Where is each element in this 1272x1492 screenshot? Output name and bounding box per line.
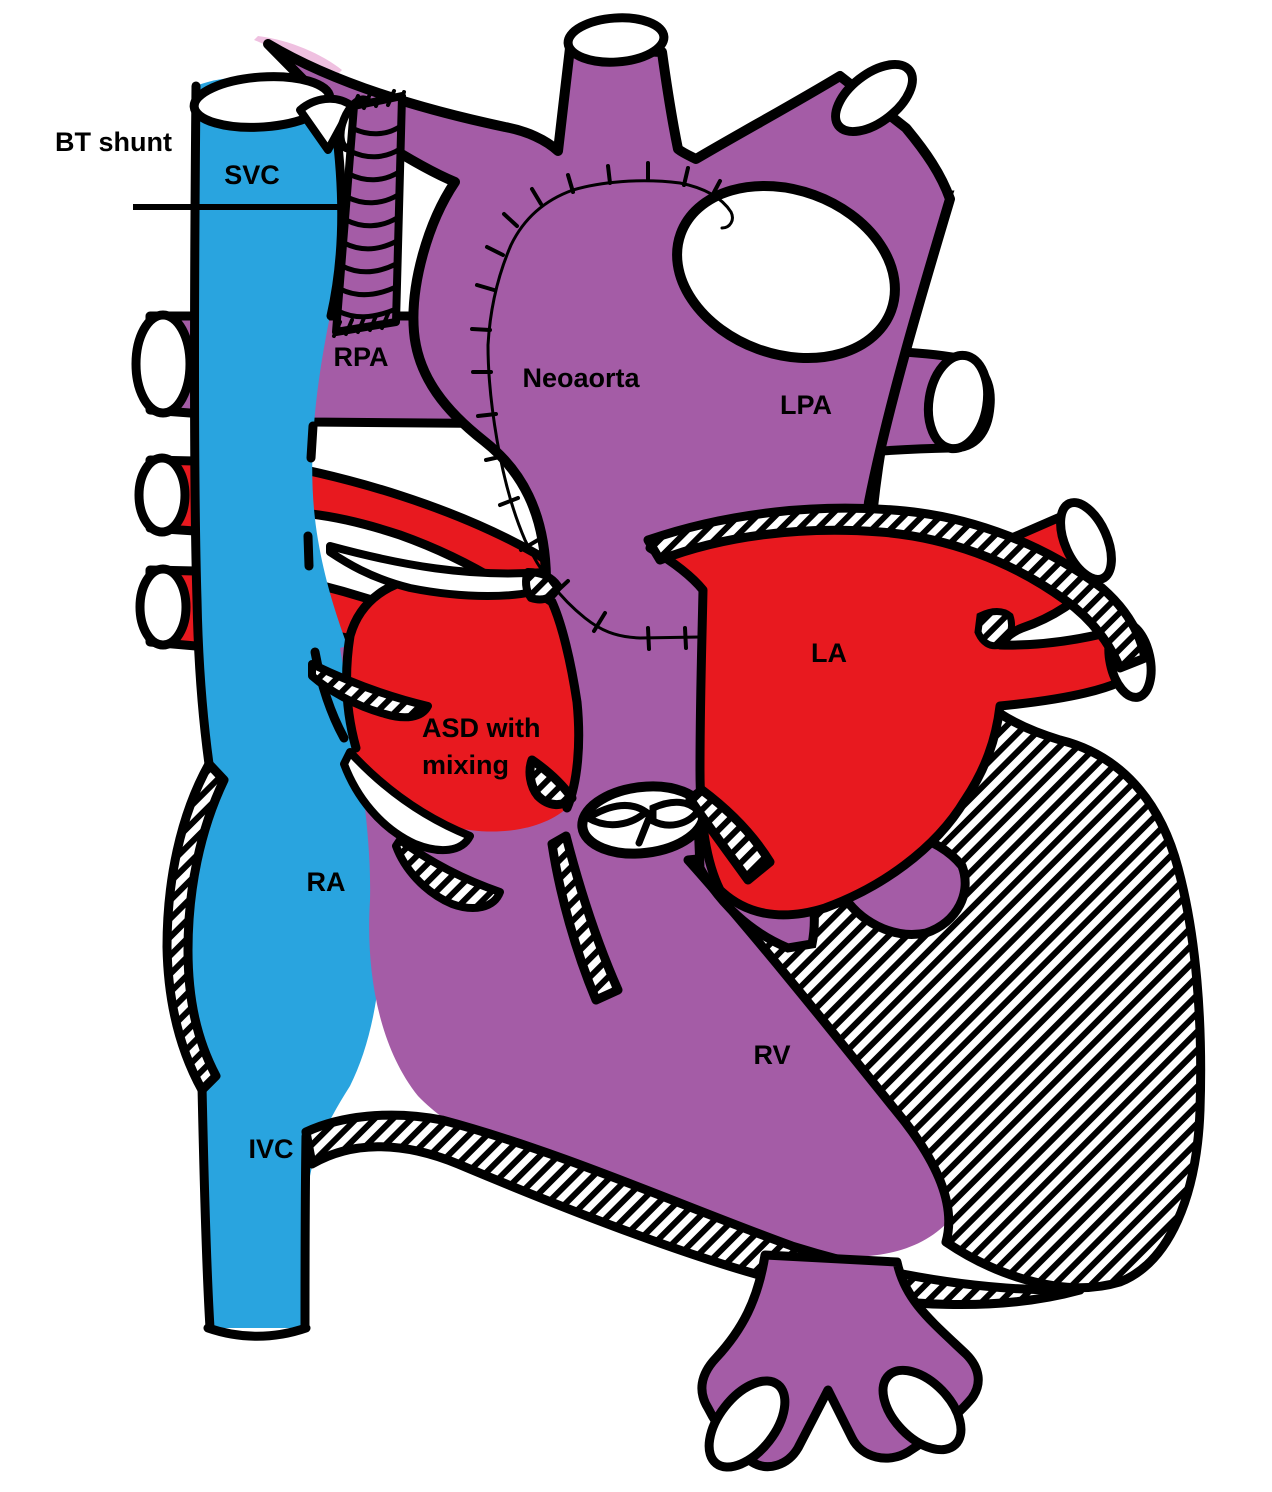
- subclavian-cut-opening: [831, 59, 917, 137]
- upper-pv-opening: [1056, 498, 1116, 584]
- label-neoaorta: Neoaorta: [522, 363, 640, 394]
- left-pericardial-band: [162, 759, 229, 1095]
- label-lpa: LPA: [780, 390, 832, 421]
- label-bt-shunt: BT shunt: [55, 127, 172, 157]
- neoaorta-suture-line: [470, 161, 734, 651]
- valve-upper-left-crescent: [525, 755, 577, 809]
- rpa-cut-opening: [131, 310, 195, 418]
- bottom-pericardial-band: [301, 1110, 1085, 1310]
- label-la: LA: [811, 638, 847, 669]
- label-ra: RA: [306, 867, 346, 898]
- shunt-anastomosis-sutures: [332, 89, 406, 338]
- atrial-wall-fingers: [308, 542, 562, 912]
- pericardium-bands: [162, 503, 1150, 1310]
- label-rv: RV: [753, 1040, 791, 1071]
- label-ivc: IVC: [248, 1134, 294, 1165]
- lpa-cut-opening: [923, 350, 993, 454]
- label-svc: SVC: [224, 160, 280, 191]
- descending-aorta-bifurcation: [697, 1250, 983, 1472]
- tricuspid-valve: [577, 781, 709, 859]
- bt-shunt-graft: [332, 89, 406, 338]
- label-asd-line2: mixing: [422, 750, 510, 780]
- valve-left-band: [547, 831, 623, 1005]
- carotid-cut-opening: [563, 13, 669, 67]
- svc-ra-ivc-blue: [172, 77, 383, 1329]
- av-groove-band: [685, 785, 775, 885]
- aortic-arch-window: [672, 180, 900, 364]
- label-asd-line1: ASD with: [422, 713, 541, 743]
- ivc-outline: [197, 1081, 311, 1341]
- la-roof-band: [643, 503, 1150, 673]
- middle-pv-stump-hatch: [974, 608, 1016, 650]
- label-asd: ASD with mixing: [422, 710, 541, 784]
- label-rpa: RPA: [333, 342, 389, 373]
